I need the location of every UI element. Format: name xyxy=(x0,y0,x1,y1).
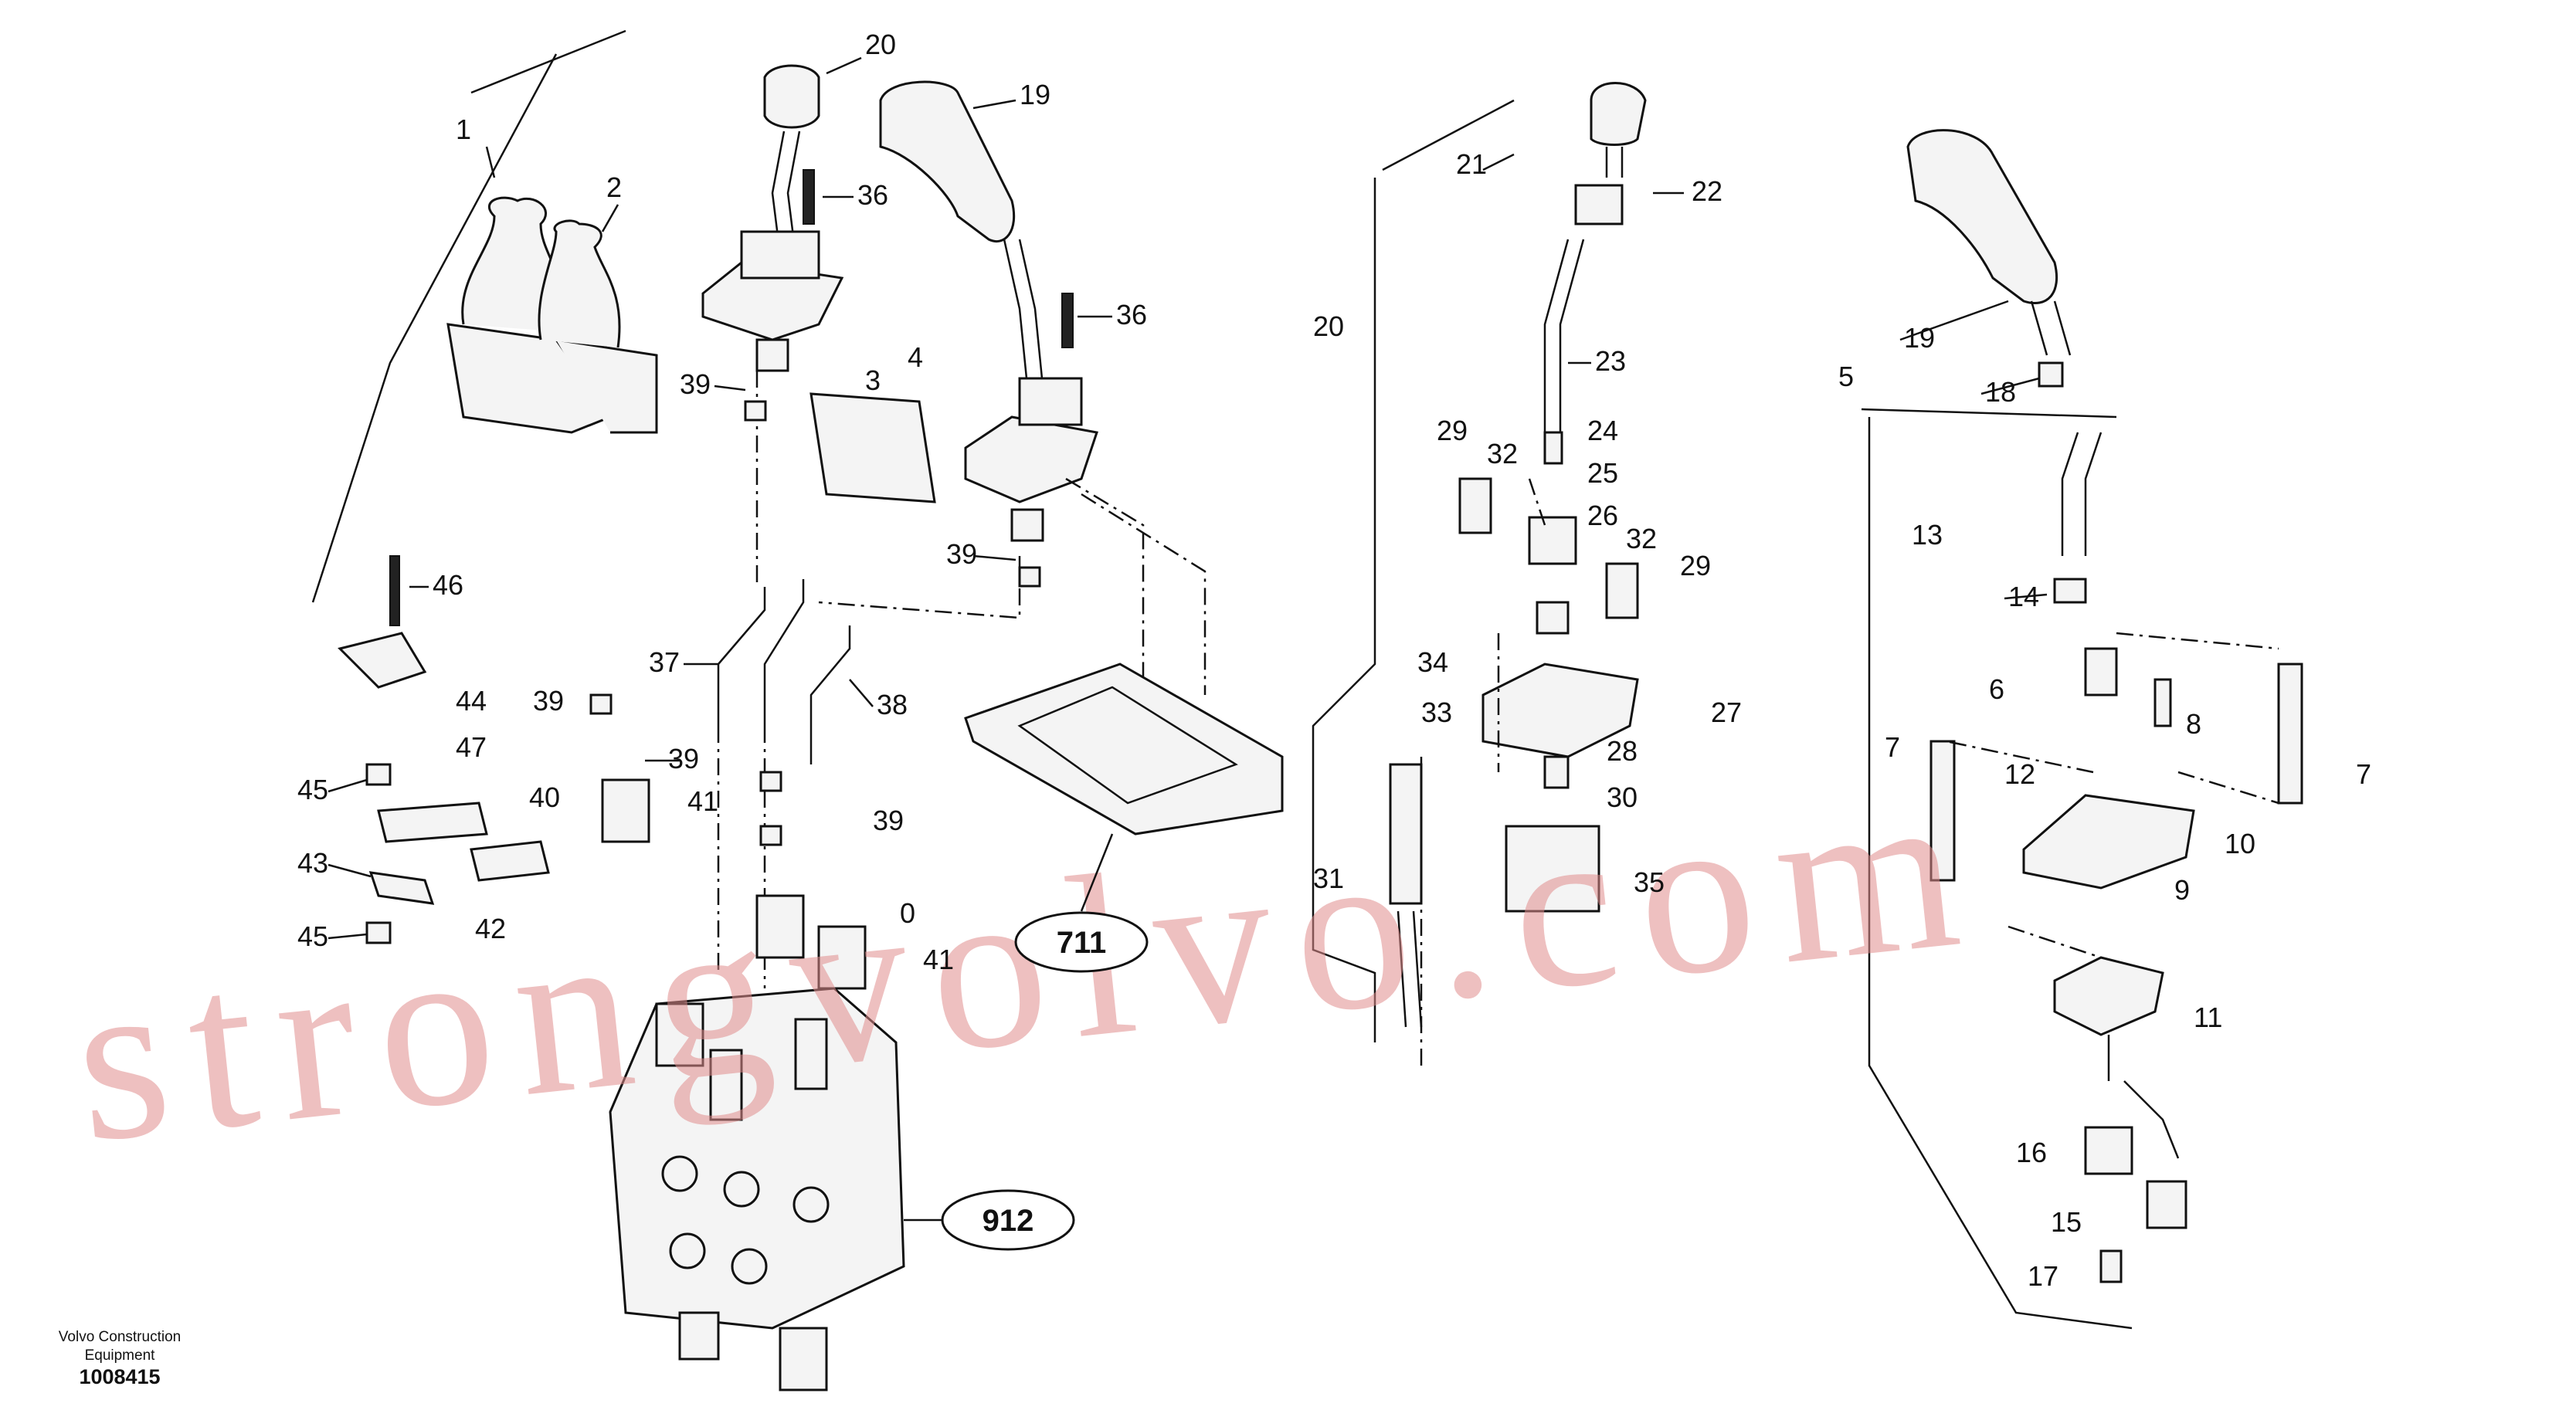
callout-44: 44 xyxy=(456,685,487,717)
callout-20: 20 xyxy=(1313,310,1344,342)
callout-33: 33 xyxy=(1421,697,1452,728)
callout-13: 13 xyxy=(1912,519,1943,551)
reference-711-label: 711 xyxy=(1057,926,1107,960)
bolt xyxy=(803,169,815,225)
nut xyxy=(1018,566,1041,588)
rubber-boots xyxy=(446,196,658,434)
callout-23: 23 xyxy=(1595,345,1626,377)
callout-45: 45 xyxy=(297,774,328,805)
linkage-lever xyxy=(368,871,435,905)
callout-28: 28 xyxy=(1607,735,1638,767)
callout-42: 42 xyxy=(475,913,506,944)
callout-40: 40 xyxy=(529,781,560,813)
callout-35: 35 xyxy=(1634,866,1665,898)
reference-711[interactable]: 711 xyxy=(1014,911,1149,973)
assembly-left xyxy=(311,29,1284,1391)
callout-7: 7 xyxy=(2356,758,2371,790)
callout-36: 36 xyxy=(1116,299,1147,330)
callout-36: 36 xyxy=(857,179,888,211)
callout-1: 1 xyxy=(456,114,471,145)
callout-29: 29 xyxy=(1437,415,1468,446)
callout-39: 39 xyxy=(533,685,564,717)
linkage-plate xyxy=(470,840,550,882)
callout-27: 27 xyxy=(1711,697,1742,728)
callout-10: 10 xyxy=(2225,828,2255,859)
callout-3: 3 xyxy=(865,364,881,396)
cover-panel xyxy=(964,663,1284,835)
callout-16: 16 xyxy=(2016,1137,2047,1168)
callout-39: 39 xyxy=(668,743,699,774)
assembly-center xyxy=(1312,82,1647,1066)
lever-right xyxy=(879,80,1098,542)
callout-41: 41 xyxy=(687,785,718,817)
assembly-right xyxy=(1861,129,2303,1330)
callout-29: 29 xyxy=(1680,550,1711,581)
link-rods xyxy=(717,579,851,764)
company-line-1: Volvo Construction xyxy=(58,1329,182,1345)
callout-8: 8 xyxy=(2186,708,2201,740)
clevis xyxy=(755,894,805,959)
watermark: strongvolvo.com xyxy=(64,736,1992,1191)
callout-39: 39 xyxy=(680,368,711,400)
reference-912[interactable]: 912 xyxy=(941,1189,1075,1251)
callout-34: 34 xyxy=(1417,646,1448,678)
lever-left xyxy=(701,64,844,372)
callout-25: 25 xyxy=(1587,457,1618,489)
drawing-number: 1008415 xyxy=(79,1365,161,1388)
callout-39: 39 xyxy=(873,805,904,836)
callout-31: 31 xyxy=(1313,863,1344,894)
reference-912-label: 912 xyxy=(983,1204,1034,1238)
callout-38: 38 xyxy=(877,689,908,720)
nut xyxy=(365,921,392,944)
callout-0: 0 xyxy=(900,897,915,929)
callout-32: 32 xyxy=(1626,523,1657,554)
linkage-plate xyxy=(377,802,488,843)
callout-45: 45 xyxy=(297,920,328,952)
callout-17: 17 xyxy=(2028,1260,2058,1292)
linkage-plate xyxy=(338,632,427,689)
callout-39: 39 xyxy=(946,538,977,570)
callout-12: 12 xyxy=(2004,758,2035,790)
nut xyxy=(759,771,782,792)
nut xyxy=(365,763,392,786)
footer: Volvo Construction Equipment 1008415 xyxy=(31,1328,209,1388)
callout-41: 41 xyxy=(923,944,954,975)
callout-labels: 1 2 20 19 36 36 4 3 39 39 46 37 38 44 39… xyxy=(297,29,2371,1292)
callout-46: 46 xyxy=(433,569,463,601)
callout-30: 30 xyxy=(1607,781,1638,813)
nut xyxy=(744,400,767,422)
callout-37: 37 xyxy=(649,646,680,678)
control-valve xyxy=(609,987,905,1391)
callout-21: 21 xyxy=(1456,148,1487,180)
callout-19: 19 xyxy=(1020,79,1050,110)
callout-2: 2 xyxy=(606,171,622,203)
callout-20: 20 xyxy=(865,29,896,60)
callout-47: 47 xyxy=(456,731,487,763)
callout-15: 15 xyxy=(2051,1206,2082,1238)
connection-lines xyxy=(717,371,1207,988)
callout-22: 22 xyxy=(1692,175,1722,207)
callout-43: 43 xyxy=(297,847,328,879)
bolt xyxy=(1061,293,1074,348)
callout-4: 4 xyxy=(908,341,923,373)
callout-7: 7 xyxy=(1885,731,1900,763)
callout-24: 24 xyxy=(1587,415,1618,446)
company-line-2: Equipment xyxy=(84,1347,155,1364)
callout-11: 11 xyxy=(2194,1002,2222,1033)
callout-9: 9 xyxy=(2174,874,2190,906)
callout-5: 5 xyxy=(1838,361,1854,392)
callout-19: 19 xyxy=(1904,322,1935,354)
callout-6: 6 xyxy=(1989,673,2004,705)
clevis xyxy=(817,925,867,990)
nut xyxy=(589,693,613,715)
clevis xyxy=(601,778,650,843)
callout-32: 32 xyxy=(1487,438,1518,469)
bolt xyxy=(389,555,400,626)
plate xyxy=(809,392,936,503)
callout-26: 26 xyxy=(1587,500,1618,531)
nut xyxy=(759,825,782,846)
